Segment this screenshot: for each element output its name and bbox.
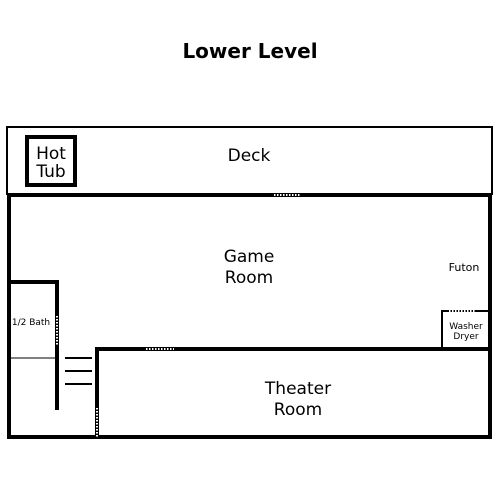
futon-label: Futon	[449, 261, 480, 274]
plan-title: Lower Level	[182, 39, 317, 63]
game-room-label-line1: Game	[224, 247, 275, 267]
washer-label: Washer	[449, 322, 483, 332]
hot-tub-outline	[25, 135, 77, 187]
half-bath-wall	[9, 280, 59, 410]
half-bath-label: 1/2 Bath	[12, 318, 50, 328]
hot-tub-label-line1: Hot	[36, 144, 66, 164]
game-room-label-line2: Room	[225, 268, 273, 288]
dryer-label: Dryer	[453, 332, 478, 342]
main-level-outline	[7, 193, 492, 439]
hot-tub-label-line2: Tub	[35, 162, 65, 182]
deck-label: Deck	[228, 146, 271, 166]
theater-label-line1: Theater	[264, 379, 331, 399]
theater-room-wall	[95, 347, 490, 437]
theater-label-line2: Room	[274, 400, 322, 420]
